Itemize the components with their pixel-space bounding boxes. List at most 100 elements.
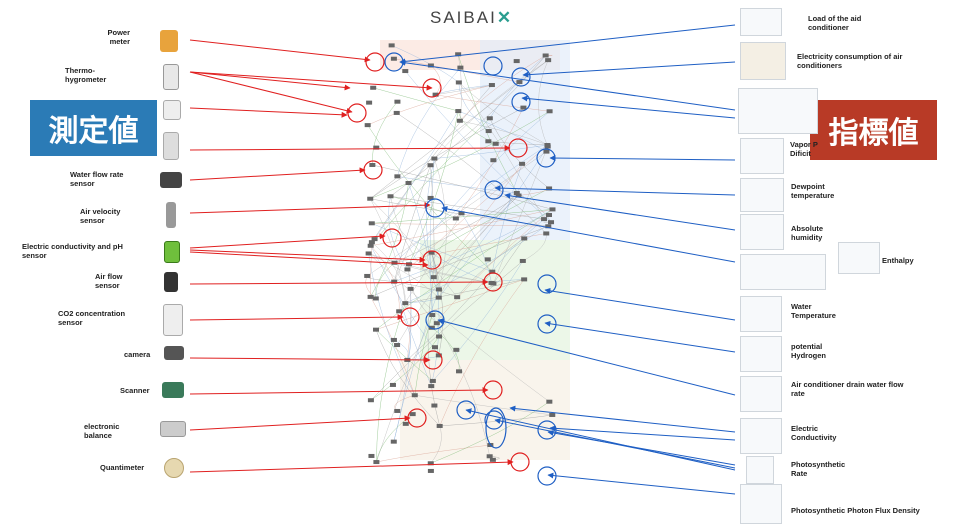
graph-node [393, 110, 400, 115]
sensor-label-co2: CO2 concentration sensor [58, 309, 126, 328]
graph-edge [431, 188, 550, 253]
thermometer-icon [163, 64, 179, 90]
graph-node [519, 258, 526, 263]
graph-edge [374, 110, 459, 240]
indicator-label-water-temp: Water Temperature [791, 302, 836, 321]
sensor-label-balance: electronic balance [84, 422, 120, 441]
sensor-label-quantimeter: Quantimeter [100, 463, 145, 472]
graph-edge [368, 253, 550, 402]
graph-node [543, 149, 550, 154]
graph-node [367, 398, 374, 403]
graph-node [543, 231, 550, 236]
node-graph-nodes [364, 43, 556, 473]
graph-edge [431, 209, 553, 328]
scanner-icon [162, 382, 184, 398]
graph-node [373, 460, 380, 465]
graph-node [367, 294, 374, 299]
graph-edge [370, 198, 458, 298]
graph-node [546, 399, 553, 404]
graph-node [431, 156, 438, 161]
graph-node [435, 295, 442, 300]
indicator-arrow [547, 472, 736, 495]
indicator-node-circle [456, 400, 476, 420]
graph-node [429, 313, 436, 318]
graph-node [455, 80, 462, 85]
graph-edge [396, 112, 547, 234]
measurement-arrow [189, 71, 353, 114]
graph-node [427, 63, 434, 68]
indicator-arrow [544, 287, 736, 321]
graph-edge [458, 82, 548, 146]
indicator-node-circle [425, 198, 445, 218]
graph-node [364, 123, 371, 128]
graph-node [546, 186, 553, 191]
graph-node [489, 269, 496, 274]
graph-node [435, 353, 442, 358]
graph-edge [434, 144, 548, 159]
scale-icon [160, 421, 186, 437]
graph-node [548, 220, 555, 225]
graph-node [394, 343, 401, 348]
graph-edge [371, 223, 549, 227]
graph-node [409, 412, 416, 417]
indicator-arrow [549, 425, 736, 441]
graph-node [484, 257, 491, 262]
ec-meter-icon [164, 241, 180, 263]
indicator-label-vpd: Vapor P Dificit [790, 140, 818, 159]
graph-edge [367, 84, 492, 126]
indicator-arrow [547, 429, 736, 466]
indicator-arrow [544, 320, 736, 353]
indicator-node-circle [425, 310, 445, 330]
graph-node [485, 139, 492, 144]
camera-icon [164, 346, 184, 360]
measurement-arrow [189, 314, 404, 321]
graph-edge [393, 165, 431, 282]
graph-edge [367, 151, 547, 277]
graph-node [394, 408, 401, 413]
indicator-arrow [441, 206, 736, 263]
graph-node [388, 43, 395, 48]
graph-node [455, 109, 462, 114]
graph-edge [371, 84, 493, 243]
graph-node [368, 240, 375, 245]
measurement-node-circle [508, 138, 528, 158]
indicator-node-circle [536, 148, 556, 168]
measurement-arrow [189, 107, 348, 118]
graph-node [404, 267, 411, 272]
graph-node [452, 216, 459, 221]
measurement-arrow [189, 249, 426, 263]
indicator-arrow [522, 61, 736, 78]
saibai-logo: SAIBAI✕ [430, 8, 513, 28]
graph-edge [430, 401, 550, 464]
indicator-node-circle [537, 420, 557, 440]
measurement-node-circle [422, 78, 442, 98]
graph-edge [538, 60, 549, 147]
highlight-circles [347, 52, 557, 486]
indicator-label-ph: potential Hydrogen [791, 342, 827, 361]
measurement-node-circle [407, 408, 427, 428]
indicator-arrow [509, 405, 736, 433]
graph-node [490, 158, 497, 163]
measured-values-banner: 測定値 [30, 100, 157, 156]
graph-edge [408, 111, 550, 265]
graph-node [486, 116, 493, 121]
measurement-arrow [189, 251, 429, 268]
graph-node [545, 58, 552, 63]
indicator-arrow [437, 318, 736, 396]
measurement-arrow [189, 39, 371, 63]
graph-edge [371, 241, 406, 304]
indicator-label-enthalpy: Enthalpy [882, 256, 914, 265]
graph-edge [373, 87, 459, 112]
sensor-label-power-meter: Power meter [107, 28, 130, 47]
graph-node [521, 236, 528, 241]
graph-node [454, 295, 461, 300]
indicator-arrow [504, 192, 736, 231]
thumbnail-ph [740, 336, 782, 372]
graph-edge [370, 107, 524, 199]
graph-node [371, 237, 378, 242]
graph-node [396, 309, 403, 314]
graph-node [521, 277, 528, 282]
thumbnail-enthalpy [838, 242, 880, 274]
measurement-node-circle [347, 103, 367, 123]
